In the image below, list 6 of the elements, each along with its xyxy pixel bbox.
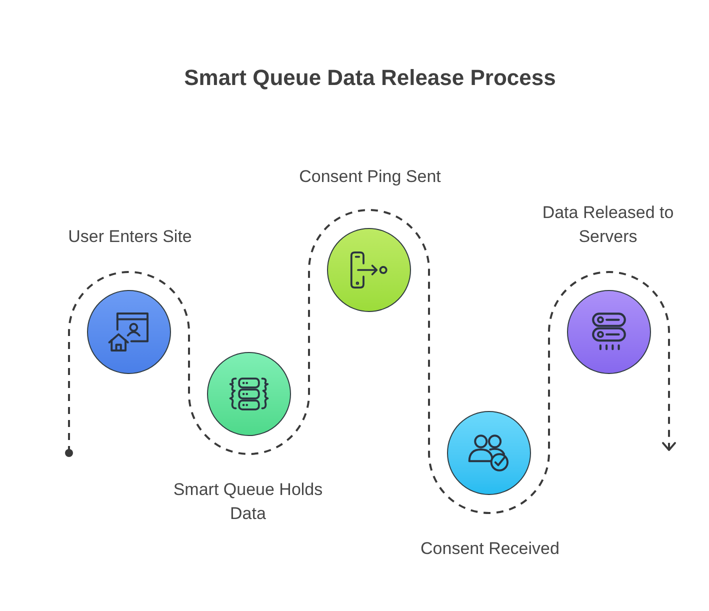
- diagram-title: Smart Queue Data Release Process: [184, 64, 556, 92]
- step-label: Consent Received: [420, 538, 560, 560]
- step-label: User Enters Site: [67, 226, 193, 248]
- step-label: Smart Queue Holds Data: [172, 479, 324, 525]
- step-label: Data Released to Servers: [541, 202, 675, 248]
- step-label: Consent Ping Sent: [298, 166, 442, 188]
